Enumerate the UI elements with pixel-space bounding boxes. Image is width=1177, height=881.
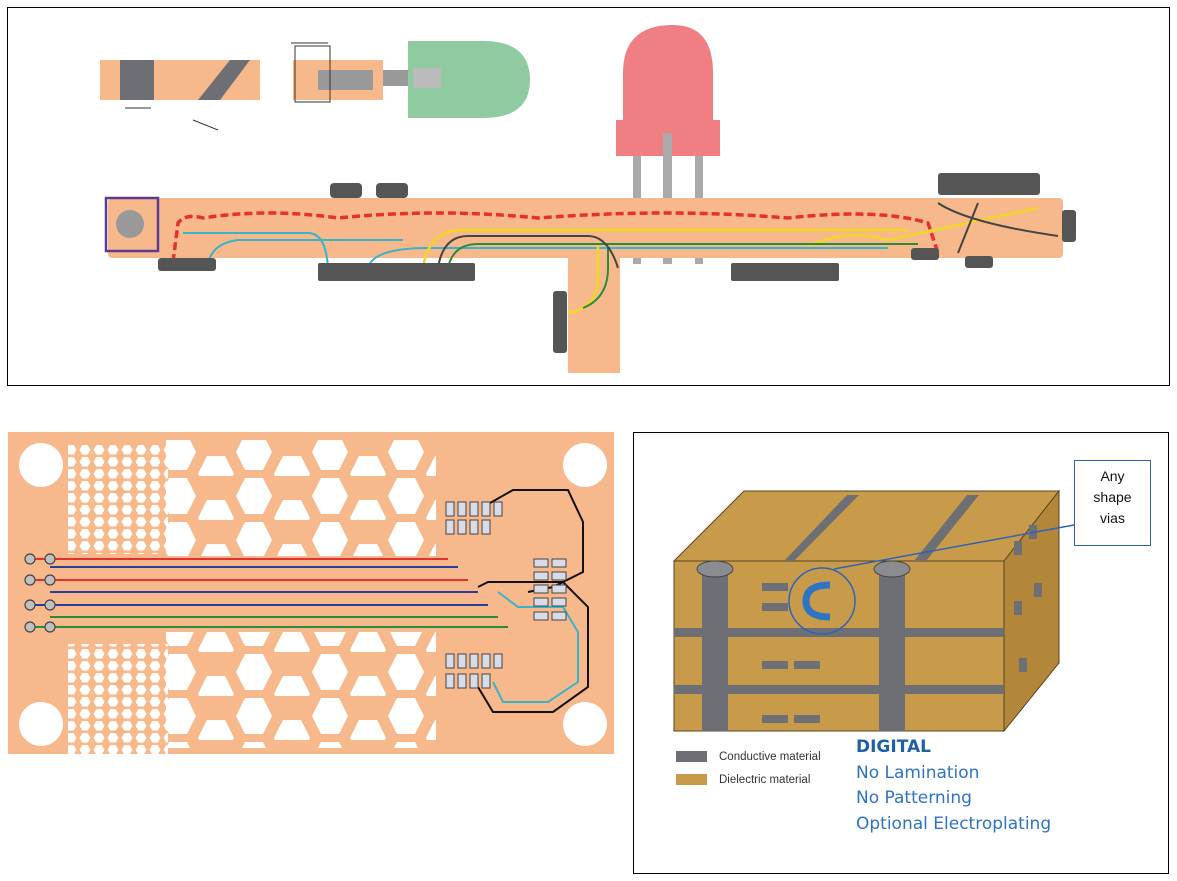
callout-box: Any shape vias [1074,460,1151,546]
components [158,173,1076,353]
legend-conductive: Conductive material [676,751,821,763]
process-list: DIGITAL No Lamination No Patterning Opti… [856,735,1051,837]
legend-swatch-dielectric [676,774,707,786]
pcb-pads [445,501,567,689]
flex-circuit-drawing [100,25,1076,373]
process-title: DIGITAL [856,737,931,757]
callout-line-1: Any [1100,468,1125,484]
trace-dark [437,202,1059,269]
process-item-1: No Lamination [856,762,980,783]
pcb-traces [30,489,589,713]
legend-label-conductive: Conductive material [719,751,821,763]
via-block-drawing [672,489,1075,733]
via-structure-panel: Any shape vias Conductive material Diele… [633,432,1169,874]
callout-leader [833,524,1075,570]
vias [696,560,911,731]
green-led [383,41,530,118]
callout-line-3: vias [1100,510,1125,526]
pcb-vias [24,553,56,633]
legend-dielectric: Dielectric material [676,774,810,786]
trace-yellow [421,206,1039,315]
process-item-2: No Patterning [856,788,972,808]
trace-red [171,211,940,263]
pcb-drawing [8,432,614,754]
process-item-3: Optional Electroplating [856,813,1052,834]
callout-line-2: shape [1093,489,1132,505]
pcb-panel [8,432,614,754]
flex-circuit-panel [7,7,1170,386]
legend-label-dielectric: Dielectric material [719,774,811,786]
flex-substrate [104,196,1063,373]
legend-swatch-conductive [676,751,707,763]
ribbon-detail [100,42,383,131]
